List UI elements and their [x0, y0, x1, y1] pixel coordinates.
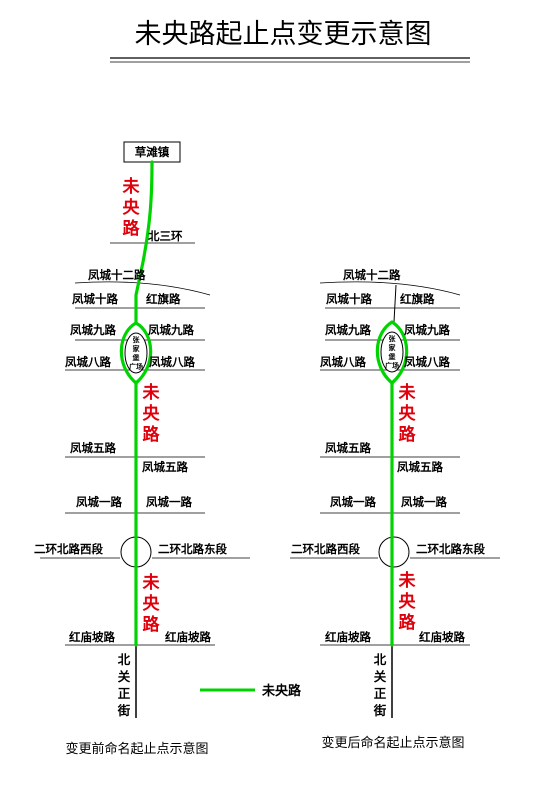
square-r-char-1: 张	[389, 334, 397, 343]
label-fc5-e-r: 凤城五路	[397, 460, 443, 474]
legend: 未央路	[200, 683, 302, 699]
square-r-char-2: 家	[389, 343, 397, 352]
road-fc12	[74, 281, 211, 296]
right-caption: 变更后命名起止点示意图	[321, 735, 464, 751]
label-fc1-e-r: 凤城一路	[401, 495, 447, 509]
label-bei-san-huan: 北三环	[148, 229, 183, 243]
square-char-4: 广场	[129, 362, 143, 371]
label-fc12: 凤城十二路	[88, 268, 146, 282]
label-hongqi-r: 红旗路	[400, 292, 435, 306]
beiguan-r-char-2: 关	[374, 669, 387, 684]
label-fc5-w-r: 凤城五路	[325, 441, 371, 455]
label-erhuan-w-r: 二环北路西段	[291, 542, 360, 556]
label-hongmiao-w: 红庙坡路	[69, 630, 115, 644]
road-fc12-r	[319, 281, 461, 296]
label-fc8-e-r: 凤城八路	[404, 355, 450, 369]
square-char-3: 堡	[133, 353, 141, 362]
label-fc8-w: 凤城八路	[65, 355, 111, 369]
label-fc9-w-r: 凤城九路	[325, 323, 371, 337]
label-fc1-e: 凤城一路	[146, 495, 192, 509]
label-fc10-r: 凤城十路	[326, 292, 372, 306]
label-fc1-w: 凤城一路	[76, 495, 122, 509]
erhuan-roundabout-r	[378, 536, 410, 568]
beiguan-r-char-1: 北	[374, 652, 387, 667]
map-title: 未央路起止点变更示意图	[135, 19, 432, 50]
route-name-1-char-3: 路	[123, 218, 141, 239]
route-name-3-char-3: 路	[143, 614, 161, 635]
route-loop-west	[119, 321, 138, 385]
zhangjiabao-square	[124, 332, 148, 374]
beiguan-char-1: 北	[118, 652, 131, 667]
zhangjiabao-square-r	[380, 331, 404, 373]
route-name-r2-char-3: 路	[399, 612, 417, 633]
label-fc8-w-r: 凤城八路	[320, 355, 366, 369]
label-erhuan-w: 二环北路西段	[34, 542, 103, 556]
caotan-label: 草滩镇	[135, 145, 170, 159]
label-fc12-r: 凤城十二路	[343, 268, 401, 282]
label-fc9-e-r: 凤城九路	[404, 323, 450, 337]
route-line-north	[134, 160, 154, 325]
beiguan-char-2: 关	[118, 669, 131, 684]
route-name-3-char-1: 未	[142, 572, 160, 593]
label-hongmiao-w-r: 红庙坡路	[325, 630, 371, 644]
label-fc10: 凤城十路	[72, 292, 118, 306]
beiguan-r-char-3: 正	[374, 686, 387, 701]
square-r-char-3: 堡	[389, 352, 397, 361]
route-name-r1-char-1: 未	[398, 382, 416, 403]
beiguan-char-4: 街	[117, 703, 131, 718]
route-name-2-char-3: 路	[143, 424, 161, 445]
label-fc5-e: 凤城五路	[142, 460, 188, 474]
square-char-1: 张	[133, 335, 141, 344]
beiguan-r-char-4: 街	[373, 703, 387, 718]
label-hongmiao-e: 红庙坡路	[165, 630, 211, 644]
route-name-3-char-2: 央	[143, 593, 161, 614]
route-loop-east	[134, 321, 153, 385]
route-name-r1-char-2: 央	[399, 403, 417, 424]
label-hongqi: 红旗路	[146, 292, 181, 306]
label-erhuan-e: 二环北路东段	[158, 542, 227, 556]
label-fc5-w: 凤城五路	[70, 441, 116, 455]
route-loop-west-r	[375, 320, 394, 385]
route-name-r1-char-3: 路	[399, 424, 417, 445]
label-hongmiao-e-r: 红庙坡路	[419, 630, 465, 644]
right-map: 张 家 堡 广场 凤城十二路 凤城十路 红旗路 凤城九路 凤城九路 凤城八路 凤…	[290, 268, 500, 751]
route-name-2-char-1: 未	[142, 382, 160, 403]
route-name-1-char-2: 央	[123, 197, 141, 218]
road-north-stub-r	[393, 284, 397, 323]
label-fc9-e: 凤城九路	[148, 323, 194, 337]
label-erhuan-e-r: 二环北路东段	[416, 542, 485, 556]
beiguan-char-3: 正	[118, 686, 131, 701]
label-fc9-w: 凤城九路	[70, 323, 116, 337]
legend-label: 未央路	[261, 683, 302, 699]
route-name-1-char-1: 未	[122, 176, 140, 197]
route-loop-east-r	[390, 320, 409, 385]
left-map: 草滩镇 张 家 堡 广场 北三环 凤城十二路 凤城十路 红旗路 凤城九路 凤城九…	[34, 141, 250, 757]
label-fc8-e: 凤城八路	[149, 355, 195, 369]
route-name-r2-char-2: 央	[399, 591, 417, 612]
label-fc1-w-r: 凤城一路	[330, 495, 376, 509]
square-char-2: 家	[133, 344, 141, 353]
square-r-char-4: 广场	[385, 361, 399, 370]
route-name-r2-char-1: 未	[398, 570, 416, 591]
left-caption: 变更前命名起止点示意图	[65, 741, 208, 757]
route-name-2-char-2: 央	[143, 403, 161, 424]
